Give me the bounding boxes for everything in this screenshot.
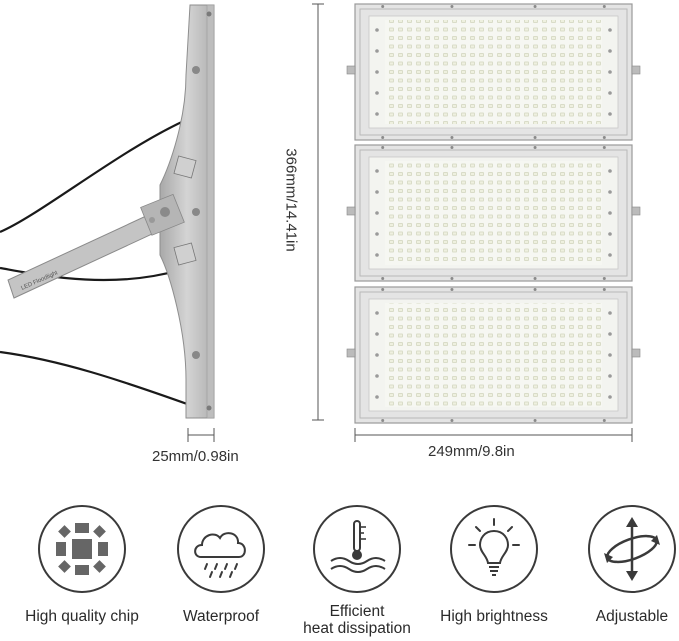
panel-screw [608,311,612,315]
frame-screw [602,146,606,149]
feature-list: High quality chip Waterproof [0,505,679,641]
panel-screw [375,112,379,116]
feature-icon-circle [588,505,676,593]
mount-tab [346,348,356,358]
frame-screw [602,136,606,139]
panel-screw [375,28,379,32]
height-dimension-label: 366mm/14.41in [282,148,300,252]
frame-screw [381,136,385,139]
product-figure: LED Floodlight [0,3,641,442]
frame-screw [533,5,537,8]
panel-screw [375,232,379,236]
led-panel [346,144,641,282]
led-panel [346,286,641,424]
feature-label: High brightness [440,608,548,625]
mount-tab [346,206,356,216]
feature-label: Adjustable [595,608,669,625]
depth-dimension-line [187,428,215,442]
frame-screw [533,277,537,280]
frame-screw [602,277,606,280]
frame-screw [450,5,454,8]
panel-screw [608,91,612,95]
panel-screw [608,112,612,116]
frame-screw [533,146,537,149]
width-dimension-line [354,428,633,442]
frame-screw [381,277,385,280]
feature-label: Waterproof [182,608,260,625]
power-cables [0,118,191,407]
feature-icon-circle [313,505,401,593]
heat-dissipation-icon [330,520,386,573]
frame-screw [450,288,454,291]
mount-tab [631,206,641,216]
panel-screw [375,395,379,399]
panel-screw [608,211,612,215]
frame-screw [533,288,537,291]
frame-screw [602,419,606,422]
frame-screw [381,5,385,8]
panel-screw [375,253,379,257]
feature-icon-circle [177,505,265,593]
frame-screw [533,136,537,139]
frame-screw [450,277,454,280]
mounting-arm: LED Floodlight [7,193,185,299]
panel-inner-frame [359,291,628,419]
frame-screw [450,146,454,149]
feature-icon-circle [38,505,126,593]
panel-screw [375,311,379,315]
rain-cloud-icon [194,532,246,578]
panel-screw [608,169,612,173]
panel-screw [375,169,379,173]
panel-screw [608,70,612,74]
mount-tab [631,348,641,358]
mount-tab [346,65,356,75]
panel-inner-frame [359,149,628,277]
panel-screw [375,91,379,95]
frame-screw [533,419,537,422]
frame-screw [381,288,385,291]
feature-icon-circle [450,505,538,593]
panel-screw [375,353,379,357]
panel-screw [608,395,612,399]
led-chip-grid [385,161,602,265]
width-dimension-label: 249mm/9.8in [428,443,515,460]
height-dimension-line [312,3,324,421]
chip-icon [56,523,108,575]
panel-screw [608,232,612,236]
feature-label: Efficient heat dissipation [303,603,411,637]
panel-screw [375,70,379,74]
floodlight-panels [346,3,641,424]
panel-screw [608,28,612,32]
led-chip-grid [385,303,602,407]
light-bulb-icon [468,518,520,576]
panel-screw [608,253,612,257]
frame-screw [602,5,606,8]
panel-screw [375,190,379,194]
panel-screw [608,190,612,194]
feature-label: High quality chip [25,608,139,625]
led-panel [346,3,641,141]
panel-inner-frame [359,8,628,136]
depth-dimension-label: 25mm/0.98in [152,448,239,465]
panel-screw [608,49,612,53]
mount-tab [631,65,641,75]
panel-screw [375,211,379,215]
frame-screw [450,136,454,139]
frame-screw [381,419,385,422]
panel-screw [375,374,379,378]
frame-screw [381,146,385,149]
panel-screw [608,332,612,336]
panel-screw [375,332,379,336]
rotate-arrows-icon [604,517,660,581]
led-chip-grid [385,20,602,124]
side-view-housing [159,4,215,419]
frame-screw [602,288,606,291]
panel-screw [375,49,379,53]
frame-screw [450,419,454,422]
panel-screw [608,353,612,357]
panel-screw [608,374,612,378]
